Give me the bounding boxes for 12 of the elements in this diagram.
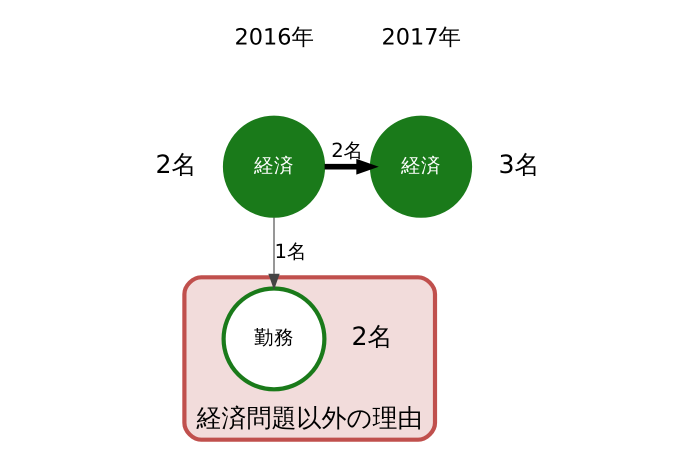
- node-label: 2名: [154, 150, 196, 179]
- label: 2017年: [381, 24, 460, 51]
- node-circle: 勤務: [221, 286, 326, 392]
- node-label: 2名: [350, 322, 392, 352]
- arrow: [268, 218, 280, 290]
- node-circle: 経済: [369, 116, 472, 218]
- edge-label: 1名: [274, 240, 307, 263]
- node-label: 3名: [498, 150, 540, 179]
- label: 2016年: [234, 24, 313, 51]
- node-circle: 経済: [222, 116, 325, 218]
- edge-label: 2名: [330, 139, 364, 162]
- arrow: [324, 158, 378, 175]
